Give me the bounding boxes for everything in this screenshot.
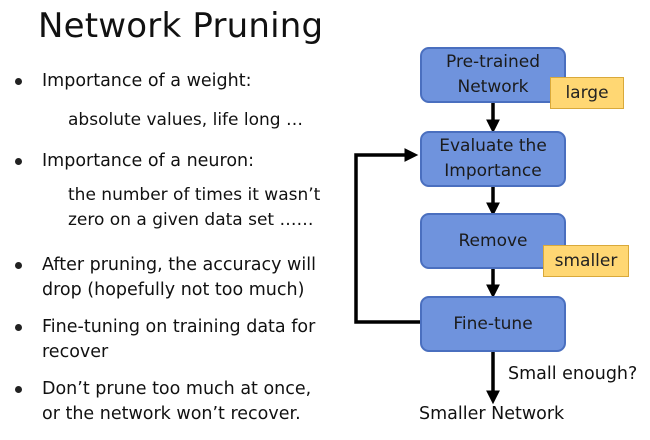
bullet-fine-tuning-1: Fine-tuning on training data for xyxy=(42,317,316,337)
bullet-list: Importance of a weight: absolute values,… xyxy=(15,71,321,424)
bullet-dont-prune-1: Don’t prune too much at once, xyxy=(42,379,312,399)
bullet-weight-importance: Importance of a weight: xyxy=(42,71,252,91)
bullet-dot xyxy=(15,262,22,269)
node-line: Network xyxy=(457,77,529,97)
slide-title: Network Pruning xyxy=(38,6,324,46)
bullet-accuracy-drop-1: After pruning, the accuracy will xyxy=(42,255,316,275)
node-line: Remove xyxy=(458,230,528,251)
bullet-dont-prune-2: or the network won’t recover. xyxy=(42,404,301,424)
node-pretrained-network: Pre-trained Network xyxy=(420,47,566,103)
loop-back-arrow xyxy=(354,148,420,324)
node-line: Fine-tune xyxy=(453,313,533,334)
bullet-neuron-detail-1: the number of times it wasn’t xyxy=(68,185,321,205)
node-fine-tune: Fine-tune xyxy=(420,296,566,352)
bullet-dot xyxy=(15,158,22,165)
node-remove: Remove xyxy=(420,213,566,269)
question-small-enough: Small enough? xyxy=(508,364,638,384)
bullet-dot xyxy=(15,386,22,393)
bullet-fine-tuning-2: recover xyxy=(42,342,109,362)
output-smaller-network: Smaller Network xyxy=(419,404,565,424)
node-line: Evaluate the xyxy=(439,136,547,156)
bullet-accuracy-drop-2: drop (hopefully not too much) xyxy=(42,280,305,300)
bullet-neuron-detail-2: zero on a given data set …… xyxy=(68,210,314,230)
bullet-neuron-importance: Importance of a neuron: xyxy=(42,151,255,171)
tag-smaller: smaller xyxy=(543,245,629,277)
bullet-dot xyxy=(15,78,22,85)
tag-large: large xyxy=(550,77,624,109)
node-line: Pre-trained xyxy=(446,52,540,72)
node-line: Importance xyxy=(444,161,542,181)
bullet-dot xyxy=(15,324,22,331)
bullet-weight-detail: absolute values, life long … xyxy=(68,110,303,130)
node-evaluate-importance: Evaluate the Importance xyxy=(420,131,566,187)
